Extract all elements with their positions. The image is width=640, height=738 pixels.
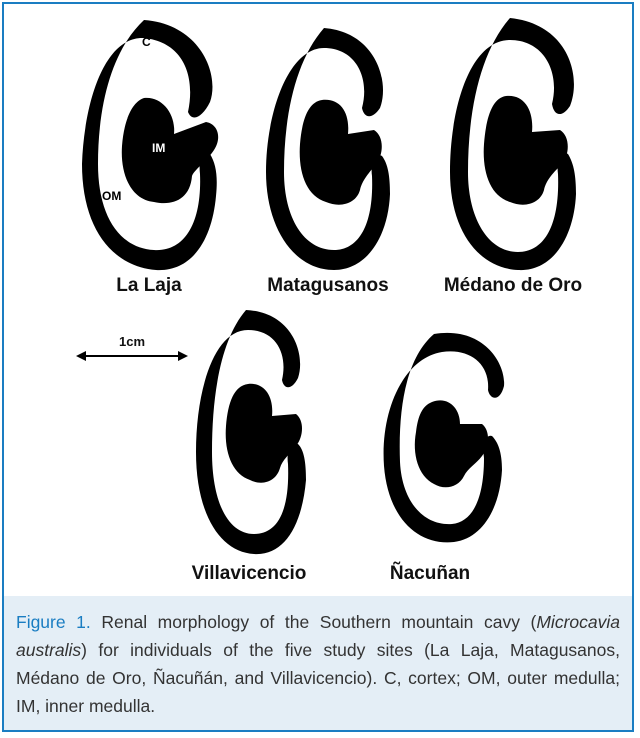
kidney-figure: C IM OM 1cm (4, 4, 632, 596)
site-label-villavicencio: Villavicencio (192, 563, 307, 584)
caption-text-start: Renal morphology of the Southern mountai… (91, 612, 537, 632)
medulla-shape (415, 400, 488, 487)
figure-label: Figure 1. (16, 612, 91, 632)
medulla-shape (484, 96, 568, 205)
kidney-villavicencio (196, 310, 306, 554)
site-label-la-laja: La Laja (116, 275, 182, 296)
site-label-matagusanos: Matagusanos (267, 275, 388, 296)
caption-text-end: ) for individuals of the five study site… (16, 640, 620, 716)
kidney-nacunan (384, 333, 505, 542)
kidney-matagusanos (266, 28, 390, 270)
kidney-la-laja: C IM OM (82, 20, 218, 270)
region-label-cortex: C (142, 35, 151, 49)
kidney-medano-de-oro (450, 18, 576, 270)
site-label-nacunan: Ñacuñan (390, 562, 470, 584)
region-label-outer-medulla: OM (102, 189, 121, 203)
scale-bar-label: 1cm (119, 334, 145, 349)
region-label-inner-medulla: IM (152, 141, 165, 155)
scale-bar-arrow-right (178, 351, 188, 361)
figure-caption: Figure 1. Renal morphology of the Southe… (4, 596, 632, 730)
scale-bar: 1cm (76, 334, 188, 361)
site-label-medano-de-oro: Médano de Oro (444, 275, 582, 296)
figure-frame: C IM OM 1cm (2, 2, 634, 732)
scale-bar-arrow-left (76, 351, 86, 361)
